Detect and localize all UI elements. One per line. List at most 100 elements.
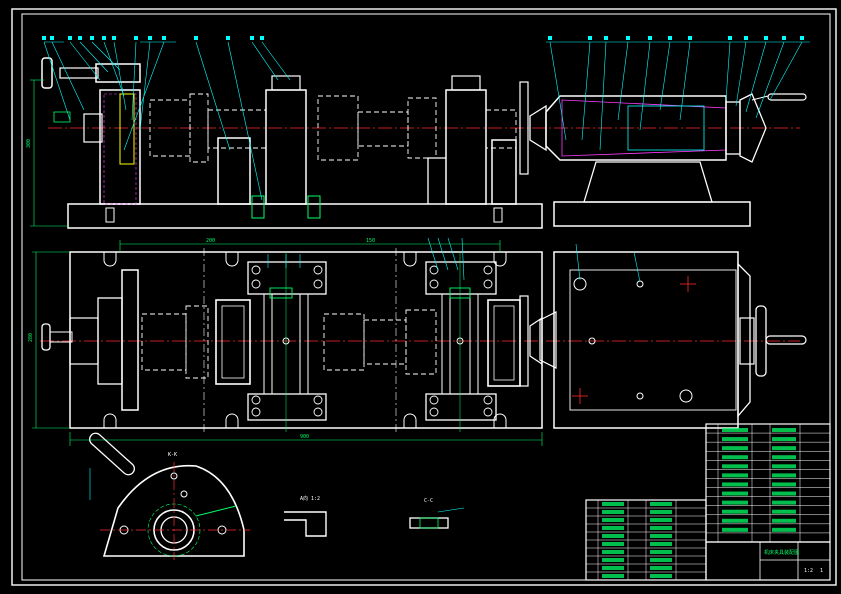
parts-list-upper-material xyxy=(772,518,796,523)
plan-end-plate xyxy=(519,295,529,387)
plan-workpiece-hidden xyxy=(141,305,437,379)
section-c-label: C-C xyxy=(424,498,433,504)
base-feet xyxy=(105,207,503,223)
detail-a-label: A向 1:2 xyxy=(300,495,320,502)
section-k-view: K-K xyxy=(89,432,250,560)
leader-balloon xyxy=(626,36,630,40)
parts-list-lower-material xyxy=(650,502,672,506)
front-dimension-left xyxy=(30,79,68,227)
front-elevation-view: 300 xyxy=(26,41,810,229)
leader-balloon xyxy=(688,36,692,40)
leader-balloon xyxy=(50,36,54,40)
plan-view: 900 200 150 280 xyxy=(28,237,807,446)
leader-balloon xyxy=(250,36,254,40)
leader-balloon xyxy=(668,36,672,40)
leader-balloon xyxy=(728,36,732,40)
cam-dimension-arrow xyxy=(195,505,237,517)
leader-balloon xyxy=(194,36,198,40)
parts-list-lower-entry xyxy=(602,558,624,562)
front-leader-lines xyxy=(43,41,810,201)
parts-list-upper-material xyxy=(772,500,796,505)
parts-list-upper-material xyxy=(772,509,796,514)
leader-balloon xyxy=(134,36,138,40)
leader-balloon xyxy=(648,36,652,40)
parts-list-upper-entry xyxy=(722,428,748,432)
parts-list-lower-entry xyxy=(602,574,624,578)
parts-list-upper-entry xyxy=(722,500,748,505)
leader-balloon xyxy=(604,36,608,40)
parts-list-upper-entry xyxy=(722,464,748,469)
plan-tailstock-cap xyxy=(739,317,755,365)
leader-balloon xyxy=(102,36,106,40)
parts-list-upper-material xyxy=(772,527,796,532)
handwheel-side xyxy=(739,93,767,163)
v-block-right-clamp xyxy=(451,75,481,91)
plan-top-dimension-b: 150 xyxy=(366,238,375,244)
detail-a-view: A向 1:2 xyxy=(284,495,327,537)
leader-balloon xyxy=(78,36,82,40)
plan-tailstock-crosses xyxy=(572,276,696,404)
plan-tailstock-inner xyxy=(569,269,737,411)
parts-list-upper-entry xyxy=(722,473,748,478)
left-chuck xyxy=(83,113,103,143)
leader-balloon xyxy=(744,36,748,40)
hand-knob xyxy=(41,57,53,89)
v-block-right-foot xyxy=(427,157,446,204)
plan-handwheel-lever xyxy=(765,335,807,345)
leader-balloon xyxy=(800,36,804,40)
leader-balloon xyxy=(90,36,94,40)
parts-list-lower-material xyxy=(650,510,672,514)
parts-list-upper-entry xyxy=(722,482,748,487)
parts-list-lower-entry xyxy=(602,510,624,514)
plan-slot-notches xyxy=(103,252,507,428)
leader-balloon xyxy=(148,36,152,40)
handle-shaft xyxy=(59,67,99,79)
parts-list-upper-material xyxy=(772,491,796,496)
parts-list-lower-entry xyxy=(602,502,624,506)
leader-balloon xyxy=(764,36,768,40)
plan-vblock-right-bottom xyxy=(425,393,497,421)
parts-list-upper-material xyxy=(772,437,796,442)
plan-handle-housing xyxy=(69,317,99,365)
tailstock-pedestal xyxy=(583,161,713,203)
parts-list-upper-entry xyxy=(722,437,748,442)
parts-list-upper-material xyxy=(772,482,796,487)
plan-support-block-left xyxy=(215,299,251,385)
v-block-left-clamp xyxy=(271,75,301,91)
leader-balloon xyxy=(68,36,72,40)
parts-list-upper-entry xyxy=(722,509,748,514)
end-support xyxy=(491,139,517,205)
parts-list-upper-entry xyxy=(722,518,748,523)
plan-vblock-right-top xyxy=(425,261,497,295)
leader-balloon xyxy=(112,36,116,40)
title-block-scale: 1:2 xyxy=(804,568,813,574)
section-c-pin-core xyxy=(419,517,439,529)
front-tolerance-box xyxy=(53,111,71,123)
plan-vblock-left-top xyxy=(247,261,327,295)
plan-spring-pin-left xyxy=(269,287,293,299)
parts-list-lower-material xyxy=(650,550,672,554)
title-block-frame xyxy=(705,541,831,581)
plan-center xyxy=(529,316,543,366)
plan-dimension-lines xyxy=(32,240,543,446)
title-block: 机床夹具装配图 1:2 1 xyxy=(705,541,831,581)
lever-arm xyxy=(751,95,769,101)
clamp-screw xyxy=(119,93,135,165)
front-height-dimension: 300 xyxy=(26,139,32,148)
parts-list-upper-entry xyxy=(722,491,748,496)
parts-list-lower-material xyxy=(650,574,672,578)
drawing-outer-border xyxy=(11,8,837,586)
end-plate xyxy=(519,81,529,175)
leader-balloon xyxy=(588,36,592,40)
cam-lever xyxy=(89,432,135,476)
parts-list-upper-material xyxy=(772,455,796,460)
plan-height-dimension: 280 xyxy=(28,333,34,342)
parts-list-lower-material xyxy=(650,566,672,570)
parts-list-lower-material xyxy=(650,534,672,538)
parts-list-lower-material xyxy=(650,526,672,530)
parts-list-upper-material xyxy=(772,473,796,478)
plan-support-block-right-inner xyxy=(493,305,515,381)
parts-list-upper-material xyxy=(772,446,796,451)
leader-balloon xyxy=(226,36,230,40)
